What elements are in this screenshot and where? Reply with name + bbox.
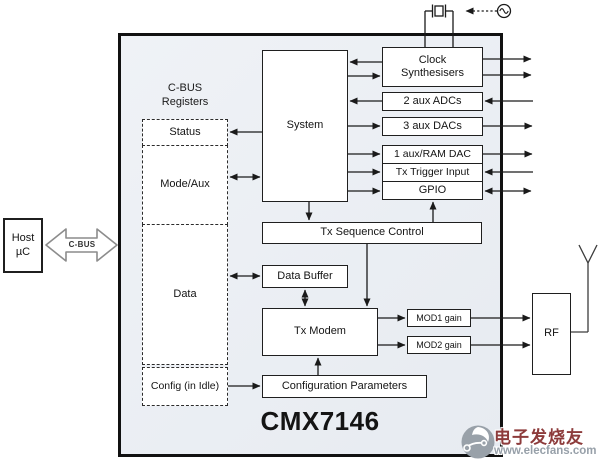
register-status-label: Status — [169, 125, 201, 138]
tx-trigger-input-block: Tx Trigger Input — [382, 163, 483, 182]
clock-synthesisers-block: Clock Synthesisers — [382, 47, 483, 87]
ram-dac-block: 1 aux/RAM DAC — [382, 145, 483, 164]
rf-label: RF — [544, 327, 559, 340]
data-buffer-block: Data Buffer — [262, 265, 348, 288]
host-uc-line1: Host — [11, 232, 35, 245]
watermark-text-cn: 电子发烧友 — [494, 428, 584, 447]
watermark-url: www.elecfans.com — [494, 445, 597, 457]
register-mode-aux: Mode/Aux — [142, 145, 228, 225]
clock-synth-line2: Synthesisers — [401, 67, 464, 79]
mod2-gain-label: MOD2 gain — [416, 339, 462, 350]
tx-trigger-input-label: Tx Trigger Input — [395, 166, 470, 179]
configuration-parameters-block: Configuration Parameters — [262, 375, 427, 398]
aux-adcs-block: 2 aux ADCs — [382, 92, 483, 111]
register-config-label: Config (in Idle) — [150, 380, 220, 393]
aux-dacs-block: 3 aux DACs — [382, 117, 483, 136]
ram-dac-label: 1 aux/RAM DAC — [393, 148, 472, 161]
registers-header: C-BUS Registers — [135, 81, 235, 109]
tx-modem-label: Tx Modem — [294, 325, 346, 338]
clock-synth-line1: Clock — [418, 53, 447, 66]
mod1-gain-block: MOD1 gain — [407, 309, 471, 327]
aux-adcs-label: 2 aux ADCs — [403, 94, 462, 107]
tx-sequence-control-label: Tx Sequence Control — [320, 226, 424, 239]
antenna-icon — [571, 244, 598, 333]
gpio-label: GPIO — [418, 183, 447, 196]
chip-name: CMX7146 — [260, 406, 380, 436]
register-config: Config (in Idle) — [142, 367, 228, 406]
tx-modem-block: Tx Modem — [262, 308, 378, 356]
cbus-arrow-label: C-BUS — [68, 239, 96, 249]
register-data: Data — [142, 224, 228, 365]
host-uc-line2: µC — [15, 245, 31, 258]
tx-sequence-control-block: Tx Sequence Control — [262, 222, 482, 244]
rf-block: RF — [532, 293, 571, 375]
register-data-label: Data — [173, 287, 197, 300]
register-mode-aux-label: Mode/Aux — [160, 178, 210, 191]
register-status: Status — [142, 119, 228, 146]
aux-dacs-label: 3 aux DACs — [403, 119, 462, 132]
system-block: System — [262, 50, 348, 202]
data-buffer-label: Data Buffer — [277, 269, 333, 282]
mod2-gain-block: MOD2 gain — [407, 336, 471, 354]
registers-header-line2: Registers — [161, 96, 209, 108]
oscillator-icon — [465, 3, 512, 19]
watermark-logo-icon — [461, 425, 495, 459]
registers-header-line1: C-BUS — [167, 82, 203, 94]
host-uc-block: Host µC — [3, 218, 43, 273]
system-label: System — [286, 119, 324, 132]
configuration-parameters-label: Configuration Parameters — [281, 379, 408, 392]
mod1-gain-label: MOD1 gain — [416, 312, 462, 323]
gpio-block: GPIO — [382, 181, 483, 200]
